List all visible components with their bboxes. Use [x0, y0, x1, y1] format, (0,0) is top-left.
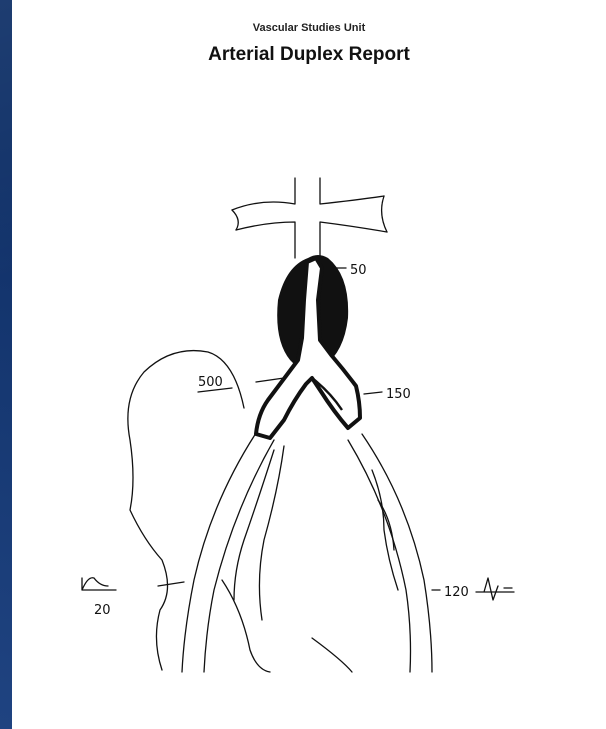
label-right-femoral-velocity: 20: [94, 603, 111, 618]
label-right-iliac-velocity: 500: [198, 375, 223, 390]
label-left-iliac-velocity: 150: [386, 387, 411, 402]
biphasic-waveform-icon: [82, 578, 116, 590]
pelvic-inner: [222, 580, 270, 672]
renal-artery-left: [232, 178, 295, 210]
renal-end-right: [382, 196, 387, 232]
arterial-diagram: 50 500 150 120 20: [12, 0, 606, 729]
renal-artery-right-lower: [320, 222, 387, 258]
label-left-femoral-velocity: 120: [444, 585, 469, 600]
triphasic-waveform-icon: [476, 578, 514, 600]
renal-artery-right: [320, 178, 384, 204]
label-aorta-velocity: 50: [350, 263, 367, 278]
pelvic-bone-outline: [128, 351, 244, 670]
renal-artery-left-lower: [236, 222, 295, 258]
report-page: Vascular Studies Unit Arterial Duplex Re…: [12, 0, 606, 729]
right-branch-2: [259, 446, 284, 620]
pelvic-lower: [312, 638, 352, 672]
pointer-150: [364, 392, 382, 394]
pointer-20: [158, 582, 184, 586]
left-iliac-inner: [348, 440, 411, 672]
left-branch: [372, 470, 398, 590]
renal-end-left: [232, 210, 238, 230]
